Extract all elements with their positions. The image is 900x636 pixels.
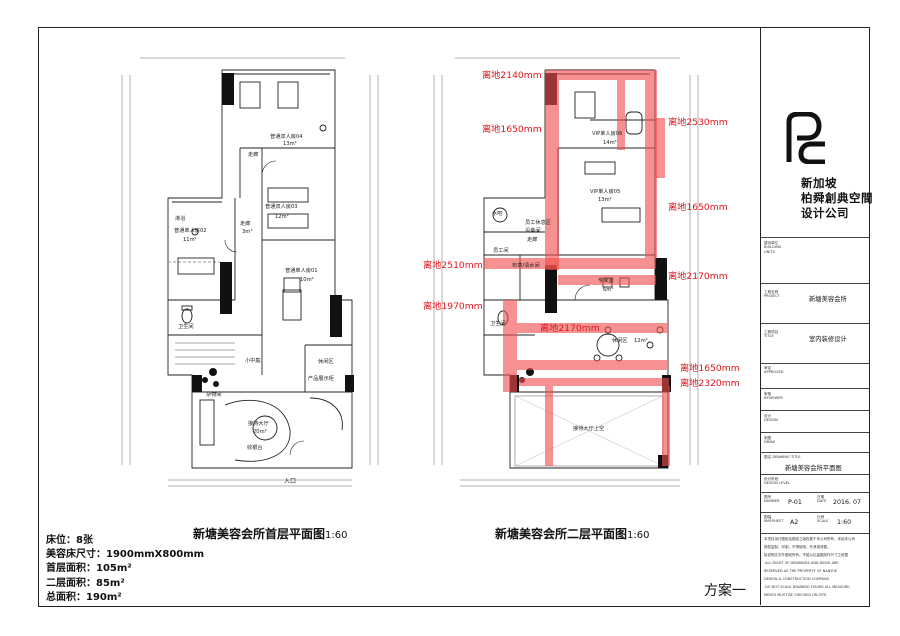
room-area: 3m² bbox=[242, 229, 252, 235]
elevation-label: 离地1650mm bbox=[482, 124, 542, 135]
item-name: 室内装修设计 bbox=[809, 336, 847, 343]
room-label: 接待大厅上空 bbox=[573, 424, 604, 432]
company-name-line2: 柏舜創典空間 bbox=[801, 191, 873, 205]
room-label: VIP单人房05 bbox=[590, 187, 620, 195]
room-label: 休闲区 bbox=[612, 336, 628, 344]
room-label: 杂物间 bbox=[206, 390, 222, 398]
company-name-line3: 设计公司 bbox=[801, 206, 849, 220]
room-label: 专家室 bbox=[598, 276, 614, 284]
draw-label: 制图 DRAW bbox=[764, 436, 775, 445]
first-floor-scale: 1:60 bbox=[325, 530, 348, 541]
room-area: 12m² bbox=[275, 214, 289, 220]
room-label: 小中庭 bbox=[245, 356, 261, 364]
beam-highlights bbox=[484, 70, 670, 466]
room-label: VIP单人房06 bbox=[592, 129, 622, 137]
project-name: 新塘美容会所 bbox=[809, 296, 847, 303]
room-label: 走廊 bbox=[527, 235, 537, 243]
drawing-title-label: 图名 DRAWING TITLE bbox=[764, 455, 801, 459]
stat-beds: 床位：8张 bbox=[46, 535, 93, 546]
drawing-number: P-01 bbox=[788, 499, 802, 506]
elevation-label: 离地2530mm bbox=[668, 117, 728, 128]
design-level-label: 设计阶段 DESIGN LEVEL bbox=[764, 477, 790, 486]
elevation-label: 离地1650mm bbox=[680, 363, 740, 374]
elevation-label: 离地1970mm bbox=[423, 301, 483, 312]
mapsheet-label: 图幅 MAPSHEET bbox=[764, 515, 784, 524]
stat-bed-size: 美容床尺寸：1900mmX800mm bbox=[46, 549, 205, 561]
elevation-label: 离地2140mm bbox=[482, 70, 542, 81]
room-area: 14m² bbox=[603, 140, 617, 146]
columns bbox=[192, 73, 671, 468]
first-floor-title-text: 新塘美容会所首层平面图 bbox=[193, 527, 326, 541]
room-label: 淋浴 bbox=[175, 214, 186, 222]
room-label: 普通单人房01 bbox=[285, 266, 318, 274]
company-name-line1: 新加坡 bbox=[801, 176, 837, 190]
drawing-date: 2016. 07 bbox=[833, 499, 862, 506]
room-label: 卫生间 bbox=[178, 322, 194, 330]
floor-plans: 普通双人房04 13m² 普通双人房03 12m² 普通单人房02 11m² 普… bbox=[121, 57, 699, 487]
room-label: 水吧 bbox=[492, 209, 503, 217]
room-label: 休闲区 bbox=[318, 357, 334, 365]
company-logo bbox=[786, 112, 825, 164]
room-label: 收银台 bbox=[247, 443, 263, 451]
project-stats: 床位：8张 美容床尺寸：1900mmX800mm 首层面积：105m² 二层面积… bbox=[46, 534, 204, 605]
number-label: 图号 NUMBER bbox=[764, 495, 780, 504]
room-area: 10m² bbox=[300, 277, 314, 283]
room-area: 12m² bbox=[634, 338, 648, 344]
room-label: 接待大厅 bbox=[248, 419, 269, 427]
room-area: 13m² bbox=[283, 141, 297, 147]
design-label: 设计 DESIGN bbox=[764, 414, 778, 423]
second-floor-title: 新塘美容会所二层平面图1:60 bbox=[495, 525, 649, 542]
approved-label: 审定 APPROVED bbox=[764, 366, 784, 375]
room-label: 走廊 bbox=[248, 150, 258, 158]
second-floor-title-text: 新塘美容会所二层平面图 bbox=[495, 527, 628, 541]
room-area: 6m² bbox=[603, 287, 613, 293]
room-label: 设备间 bbox=[525, 226, 541, 234]
room-area: 11m² bbox=[183, 237, 197, 243]
stat-floor1-area: 首层面积：105m² bbox=[46, 563, 132, 575]
room-label: 入口 bbox=[284, 478, 296, 485]
first-floor-plan bbox=[121, 57, 379, 487]
room-area: 13m² bbox=[598, 197, 612, 203]
item-label: 工程项目 TITLE bbox=[764, 330, 779, 339]
scale-label: 比例 SCALE bbox=[817, 515, 829, 524]
room-label: 员工休息区 bbox=[525, 218, 551, 226]
elevation-label: 离地2170mm bbox=[540, 323, 600, 334]
elevation-label: 离地2510mm bbox=[423, 260, 483, 271]
project-label: 工程名称 PROJECT bbox=[764, 290, 780, 299]
room-label: 布草/清水间 bbox=[512, 261, 540, 269]
copyright-note: 本项目设计图纸及图纸之版权属于本公司所有，未经本公司 授权复制、印制，不得使用，… bbox=[764, 537, 855, 597]
date-label: 日期 DATE bbox=[817, 495, 827, 504]
reviewer-label: 审核 REVIEWER bbox=[764, 392, 783, 401]
room-label: 员工间 bbox=[493, 246, 509, 254]
second-floor-scale: 1:60 bbox=[627, 530, 650, 541]
room-label: 走廊 bbox=[240, 219, 250, 227]
room-area: 20m² bbox=[253, 429, 267, 435]
drawing-title: 新塘美容会所平面图 bbox=[785, 465, 842, 472]
mapsheet-size: A2 bbox=[790, 519, 799, 526]
room-label: 产品展示柜 bbox=[308, 374, 334, 382]
room-label: 普通双人房03 bbox=[265, 202, 298, 210]
building-label: 建设单位 BUILDING UNITS bbox=[764, 241, 782, 254]
elevation-label: 离地2320mm bbox=[680, 378, 740, 389]
first-floor-title: 新塘美容会所首层平面图1:60 bbox=[193, 525, 347, 542]
drawing-sheet-frame bbox=[38, 27, 870, 607]
title-block: 新加坡 柏舜創典空間 设计公司 建设单位 BUILDING UNITS 工程名称… bbox=[760, 27, 873, 605]
stat-total-area: 总面积：190m² bbox=[46, 591, 122, 603]
scheme-label: 方案一 bbox=[704, 583, 746, 599]
drawing-scale: 1:60 bbox=[837, 519, 852, 526]
room-label: 卫生间 bbox=[490, 319, 506, 327]
stat-floor2-area: 二层面积：85m² bbox=[46, 577, 125, 589]
room-label: 普通双人房04 bbox=[270, 132, 303, 140]
elevation-label: 离地2170mm bbox=[668, 271, 728, 282]
elevation-label: 离地1650mm bbox=[668, 202, 728, 213]
room-label: 普通单人房02 bbox=[174, 226, 207, 234]
